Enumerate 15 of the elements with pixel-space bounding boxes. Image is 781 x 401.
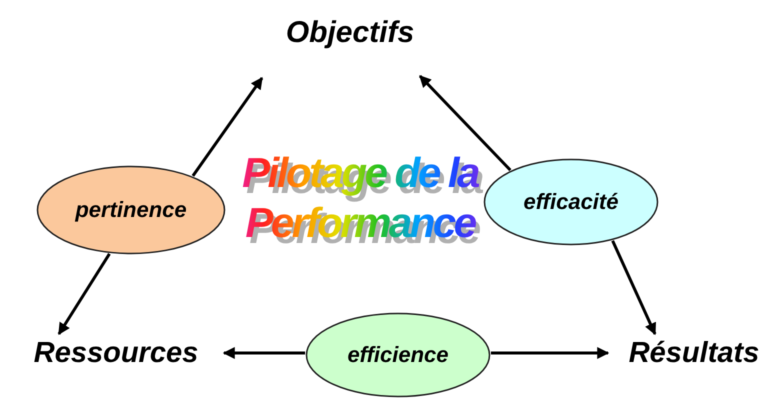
arrow — [222, 347, 306, 359]
node-text: Objectifs — [286, 16, 414, 50]
ellipse-node — [483, 158, 659, 246]
arrow — [192, 77, 264, 177]
node-text: efficacité — [524, 189, 618, 215]
ellipse-node — [36, 165, 226, 255]
node-text: Résultats — [628, 336, 760, 370]
node-text: pertinence — [75, 197, 187, 223]
node-text: Ressources — [34, 336, 198, 370]
node-text: efficience — [347, 342, 449, 368]
arrow — [418, 74, 512, 172]
arrow — [490, 347, 610, 359]
arrow — [611, 240, 656, 336]
arrow — [58, 253, 111, 336]
ellipse-node — [305, 312, 491, 398]
